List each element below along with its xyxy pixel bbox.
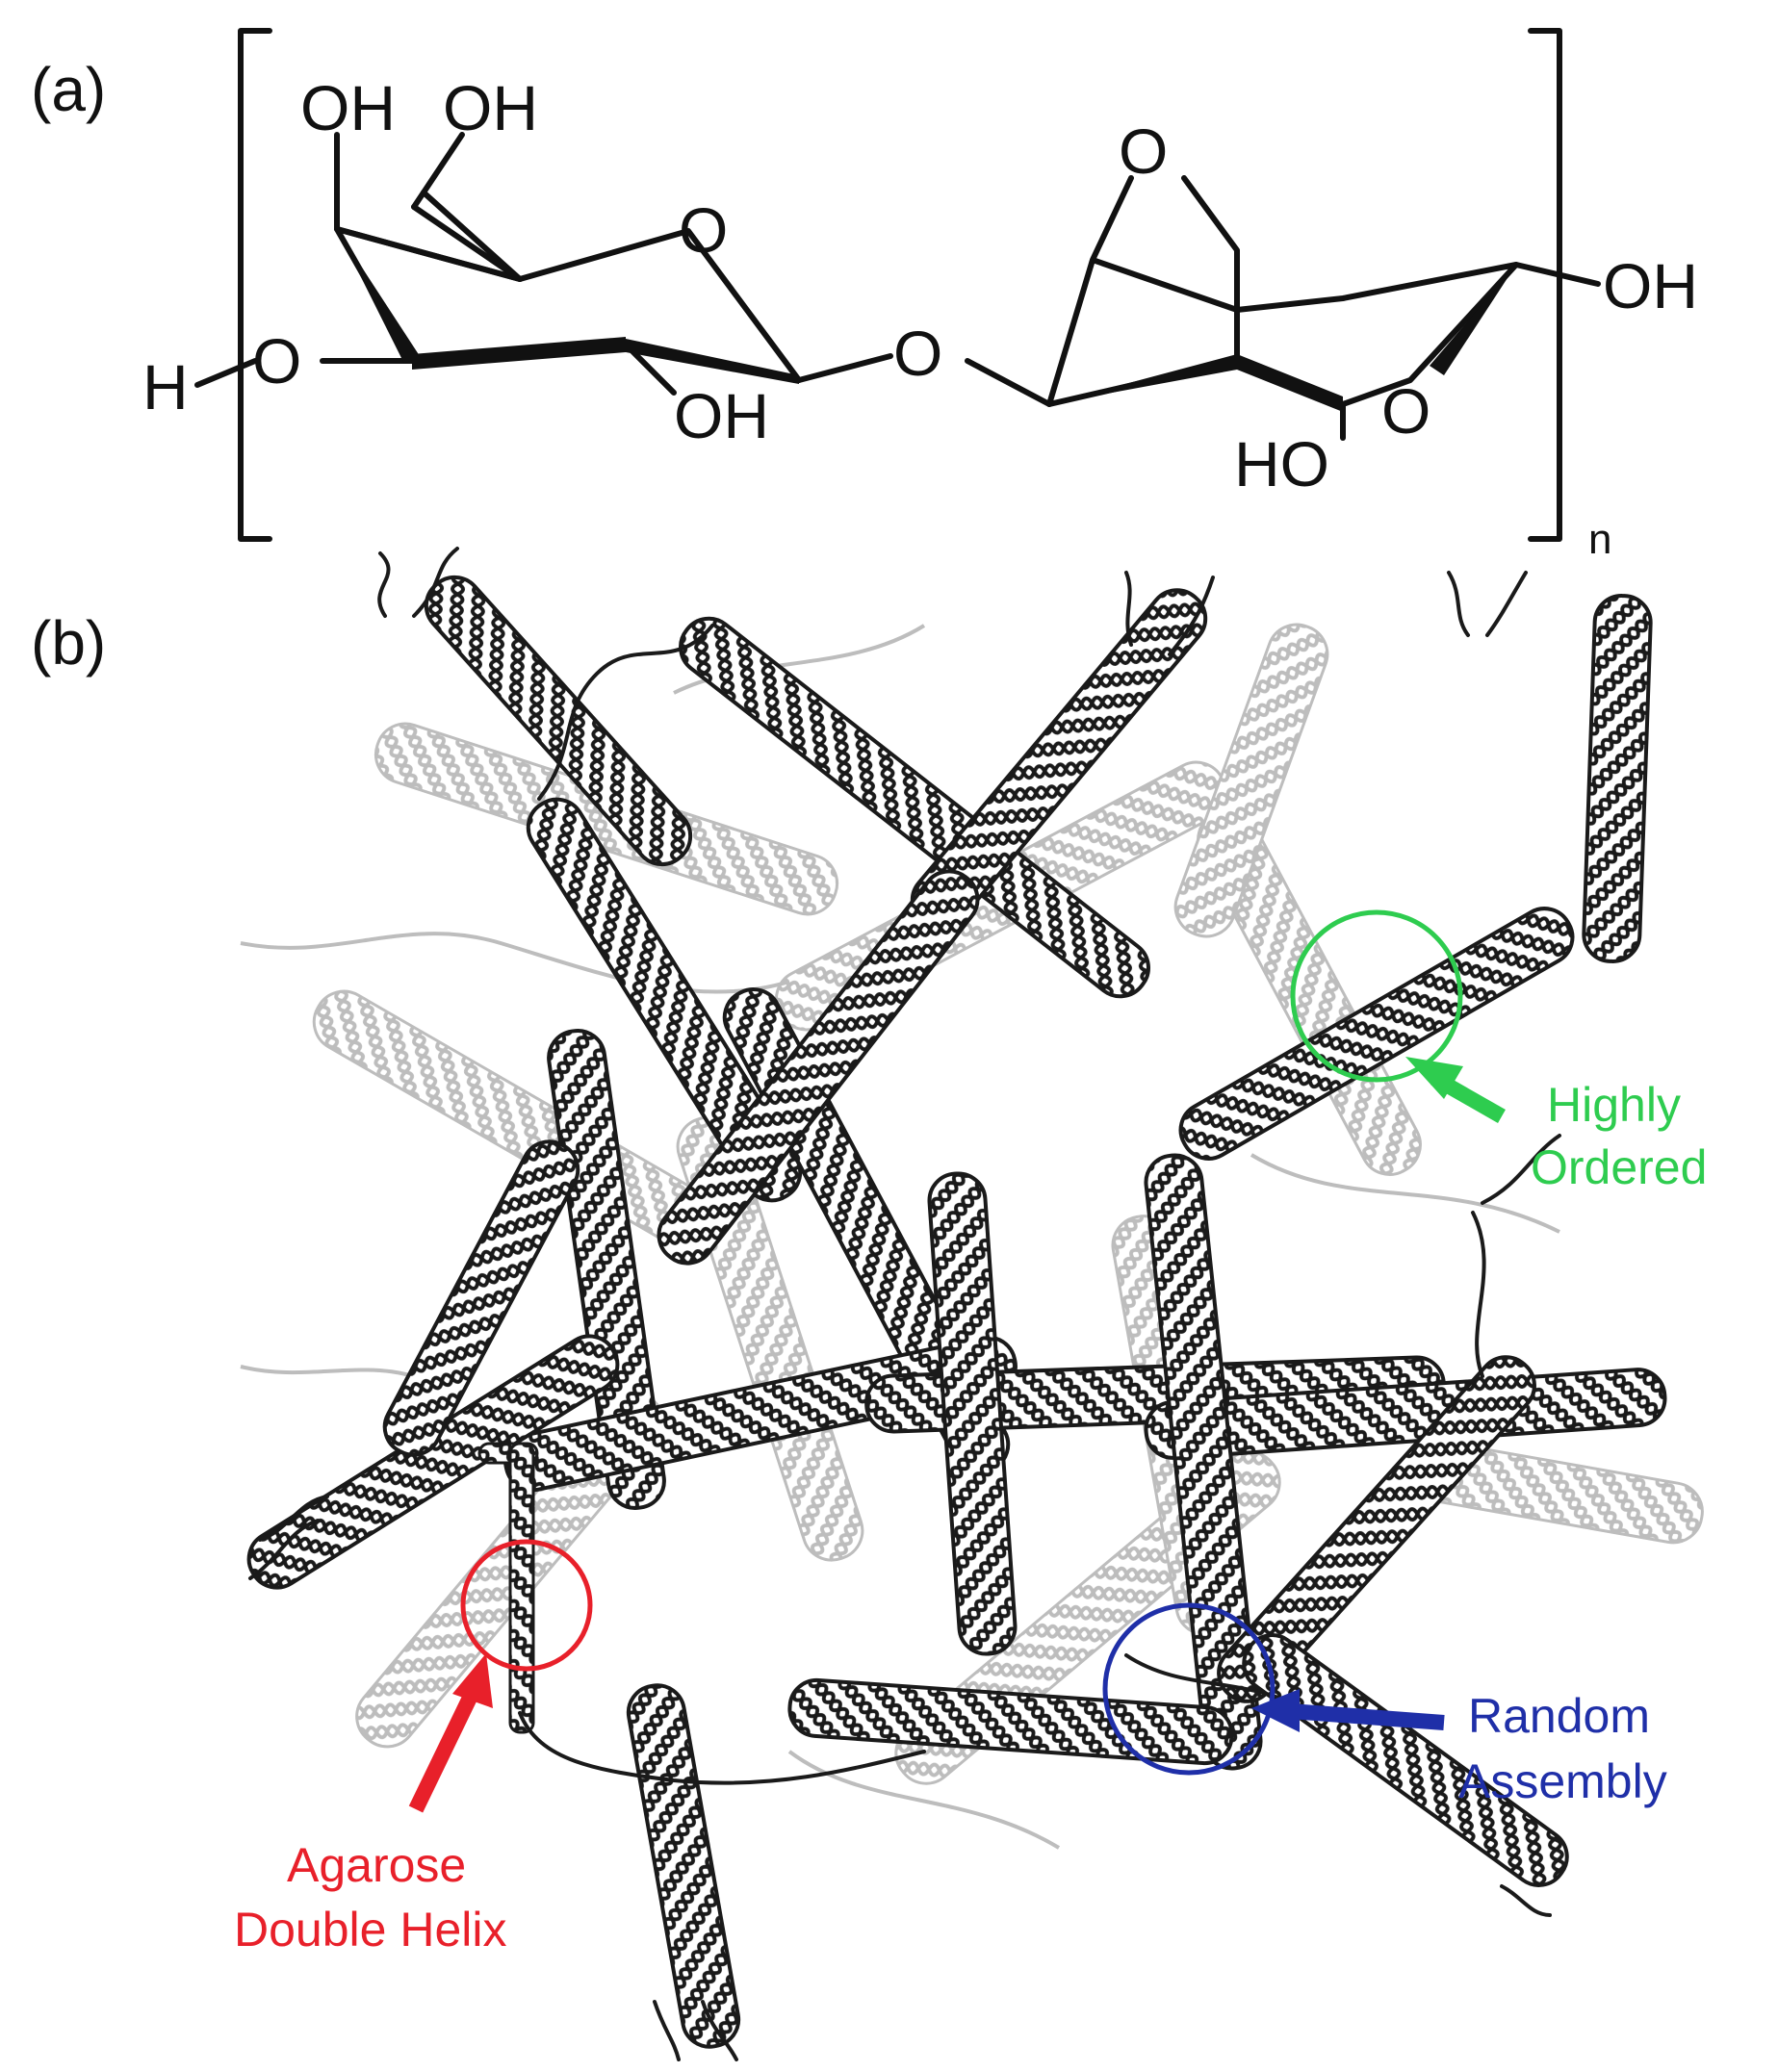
wedge-right-side [1237,354,1343,412]
atom-oh-c2: OH [674,380,769,451]
dark-bundle [1242,1633,1569,1887]
atom-oh-right: OH [1603,250,1698,321]
highly-ordered-label-line2: Ordered [1531,1140,1707,1194]
atom-bridge-o: O [1119,115,1168,187]
light-fiber [787,1750,1061,1850]
atom-oh-c4: OH [300,72,396,143]
wedge-bonds [337,229,1516,412]
random-assembly-arrow-shaft [1289,1703,1445,1730]
callout-highly-ordered: Highly Ordered [1290,909,1707,1194]
highly-ordered-circle [1290,909,1463,1083]
atom-glycosidic-o: O [893,318,942,389]
wedge-c2-c3 [412,337,626,370]
dark-fiber [1485,571,1528,637]
glyco-c3-bond [965,358,1052,407]
atom-oh-c6: OH [443,72,538,143]
callout-double-helix: Agarose Double Helix [234,1539,593,1957]
right-bracket [1528,28,1562,542]
highly-ordered-arrowhead [1405,1057,1463,1099]
dark-fiber [701,2000,738,2061]
dark-bundle [1178,907,1575,1161]
dark-fiber [1471,1211,1486,1378]
dark-bundle [679,616,1150,999]
light-fiber [1250,1153,1560,1234]
atom-h-end: H [142,351,189,422]
left-ring-upper-edge [334,226,523,282]
double-helix-arrowhead [452,1653,493,1708]
panel-b-label: (b) [31,608,106,678]
dark-fiber [1481,1134,1561,1205]
double-helix-arrow-shaft [408,1690,479,1813]
dark-bundle [526,797,803,1203]
dark-fiber [412,547,459,618]
callout-random-assembly: Random Assembly [1102,1602,1667,1808]
atom-labels: OH OH O H O OH O O OH O HO n [142,72,1698,563]
wedge-c1-c2 [626,339,799,384]
light-bundle [1173,623,1329,938]
dark-bundle [1582,594,1653,963]
foreground-bundles [246,575,1667,2049]
highly-ordered-label-line1: Highly [1547,1078,1681,1132]
random-assembly-label-line2: Assembly [1458,1754,1667,1808]
dark-bundle [1217,1355,1536,1703]
random-assembly-circle [1102,1602,1276,1776]
double-helix-label-line1: Agarose [287,1838,466,1892]
double-helix-label-line2: Double Helix [234,1903,506,1957]
double-helix-circle [460,1539,593,1672]
atom-ring-o-left: O [679,194,728,266]
random-assembly-arrowhead [1251,1689,1300,1732]
dark-fiber [537,624,714,801]
anhydro-bridge [1046,175,1240,407]
ch2-bond [411,204,523,282]
dark-fiber [653,2000,681,2061]
thin-double-helix-strand [508,1442,535,1734]
wedge-right-o [1430,265,1516,375]
dark-bundle [927,1171,1018,1656]
dark-fiber [1500,1884,1552,1917]
repeat-subscript-n: n [1588,516,1611,563]
dark-bundle [787,1677,1234,1766]
atom-o-end: O [252,325,301,396]
atom-ho-right: HO [1234,428,1329,499]
light-fiber [240,932,790,994]
dark-fiber [1124,571,1133,647]
wedge-c3-c4 [337,229,420,364]
loose-dark-fibers [248,547,1561,2061]
dark-fiber [248,1519,320,1580]
wedge-right-lower [1049,354,1237,404]
ch2-oh-bond [411,132,465,210]
dark-fiber [377,551,391,618]
dark-bundle [547,1029,666,1510]
left-bracket [238,28,272,542]
panel-a-label: (a) [31,55,106,124]
oh-right-bond [1513,262,1601,287]
atom-ring-o-right: O [1381,375,1430,447]
agarose-structure [194,28,1601,542]
dark-bundle [382,1139,580,1457]
gel-network [240,547,1704,2061]
h-o-bond [194,358,258,388]
dark-fiber [1168,576,1215,656]
dark-bundle [626,1683,741,2049]
c1-glyco-bond [796,353,893,383]
random-assembly-label-line1: Random [1468,1689,1650,1743]
dark-fiber [518,1711,926,1785]
dark-fiber [1447,571,1470,637]
dark-fiber [258,1495,329,1542]
dark-bundle [657,869,980,1266]
